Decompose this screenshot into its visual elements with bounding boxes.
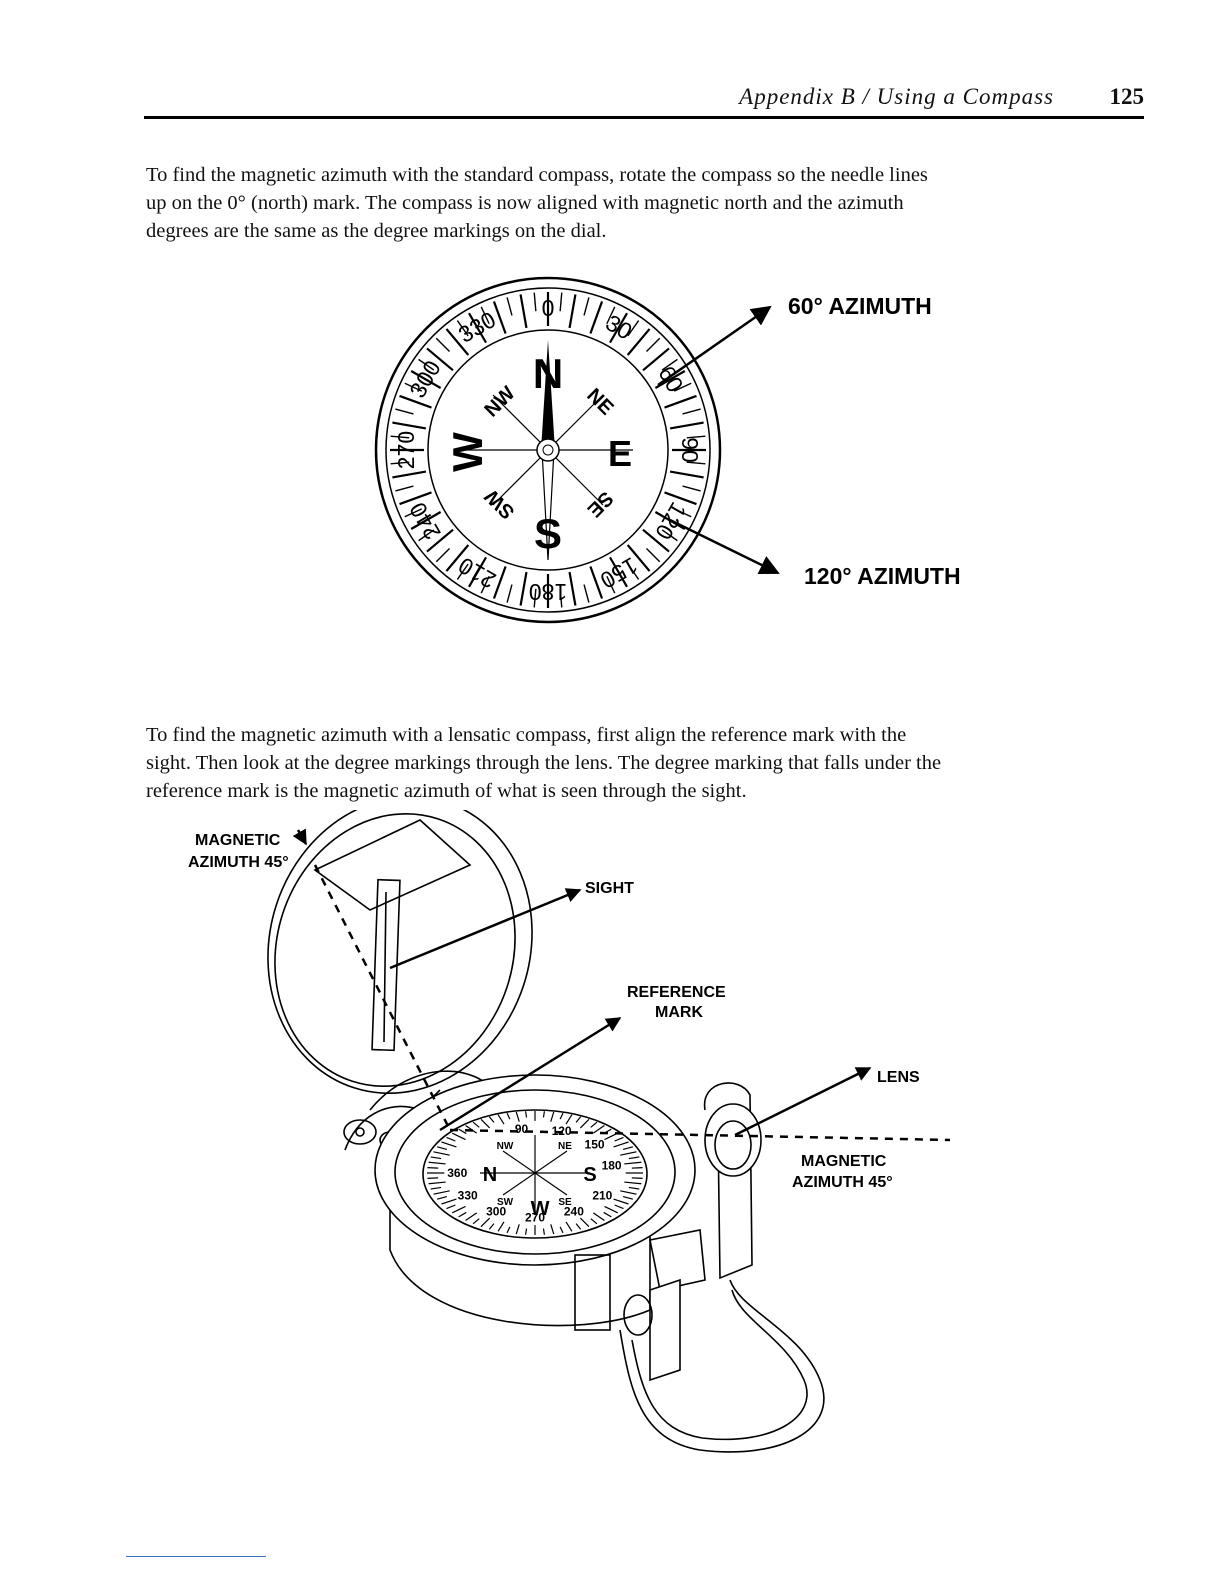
lens-label: LENS: [877, 1069, 920, 1086]
dial-degree-label: 180: [529, 579, 567, 605]
reference-mark-line2: MARK: [655, 1004, 703, 1021]
dial-degree-label: 270: [393, 431, 419, 469]
page-number: 125: [1110, 84, 1145, 110]
lensatic-direction-sw: SW: [497, 1197, 514, 1208]
needle-pivot: [537, 439, 559, 461]
footer-rule: [126, 1556, 266, 1557]
sight-label: SIGHT: [585, 880, 634, 897]
compass-dial: 0306090120150180210240270300330 N S E W …: [376, 278, 720, 622]
direction-n: N: [533, 350, 563, 397]
magnetic-azimuth-top-line2: AZIMUTH 45°: [188, 854, 289, 871]
lensatic-direction-nw: NW: [497, 1141, 514, 1152]
lensatic-dial-degree-label: 330: [458, 1188, 478, 1202]
dial-degree-label: 0: [542, 295, 555, 321]
reference-mark-line1: REFERENCE: [627, 984, 726, 1001]
lensatic-dial-degree-label: 180: [602, 1158, 622, 1172]
page-header: Appendix B / Using a Compass 125: [144, 84, 1144, 114]
lensatic-dial-tick: [632, 1178, 643, 1179]
sight-callout-line: [390, 890, 580, 968]
lensatic-dial-degree-label: 210: [592, 1188, 612, 1202]
lensatic-dial-tick: [632, 1168, 643, 1169]
direction-w: W: [444, 432, 491, 472]
lensatic-dial-tick: [427, 1168, 438, 1169]
dial-degree-label: 90: [677, 437, 703, 463]
lensatic-dial-degree-label: 90: [515, 1122, 529, 1136]
callout-120-label: 120° AZIMUTH: [804, 563, 961, 589]
standard-compass-figure: 0306090120150180210240270300330 N S E W …: [370, 265, 990, 645]
lensatic-direction-ne: NE: [558, 1141, 572, 1152]
direction-s: S: [534, 510, 562, 557]
callout-60-label: 60° AZIMUTH: [788, 293, 932, 319]
magnetic-azimuth-right-line1: MAGNETIC: [801, 1153, 887, 1170]
magnetic-azimuth-right-line2: AZIMUTH 45°: [792, 1174, 893, 1191]
paragraph-standard-compass: To find the magnetic azimuth with the st…: [146, 161, 946, 245]
lensatic-dial-degree-label: 360: [447, 1166, 467, 1180]
lensatic-direction-n: N: [483, 1164, 497, 1186]
paragraph-lensatic-compass: To find the magnetic azimuth with a lens…: [146, 721, 946, 805]
direction-e: E: [608, 433, 632, 474]
lensatic-direction-w: W: [531, 1198, 550, 1220]
running-title: Appendix B / Using a Compass: [739, 84, 1054, 110]
lensatic-dial-tick: [427, 1178, 438, 1179]
lensatic-dial-degree-label: 150: [585, 1137, 605, 1151]
lensatic-direction-s: S: [583, 1164, 596, 1186]
magnetic-azimuth-top-line1: MAGNETIC: [195, 832, 281, 849]
lens-callout-line: [735, 1068, 870, 1135]
top-azimuth-arrow: [298, 830, 306, 844]
header-rule: [144, 116, 1144, 119]
lensatic-direction-se: SE: [558, 1197, 572, 1208]
